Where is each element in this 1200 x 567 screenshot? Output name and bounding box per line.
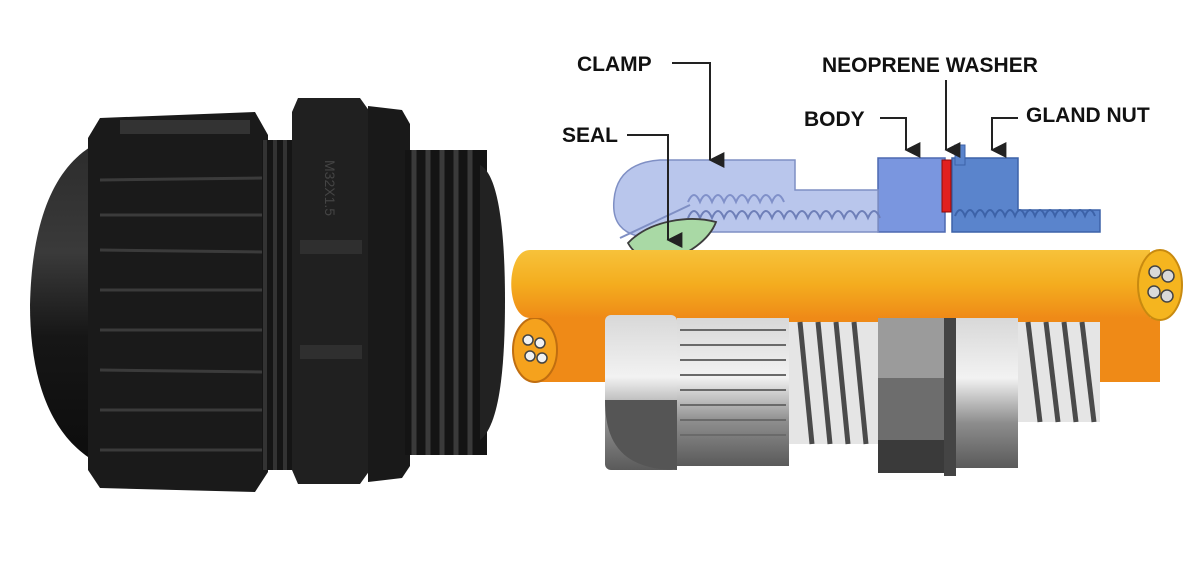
- seal-label: SEAL: [562, 124, 618, 147]
- clamp-label: CLAMP: [577, 53, 652, 76]
- gland-nut-label: GLAND NUT: [1026, 104, 1150, 127]
- clamp-wedge-line: [619, 204, 691, 239]
- lower-nut-flutes: [680, 329, 786, 436]
- gland-nut-leader: [990, 117, 1018, 158]
- lower-nut-right: [956, 318, 1018, 468]
- nut-lip: [954, 144, 966, 166]
- cross-section-diagram: CLAMP SEAL NEOPRENE WASHER BODY GLAND NU…: [511, 53, 1183, 476]
- neoprene-washer: [941, 159, 952, 213]
- lower-external-view: [605, 315, 1100, 476]
- lower-thread-2-lines: [1025, 321, 1097, 423]
- clamp-threads-2: [687, 194, 785, 205]
- cable-conductors-left: [522, 334, 548, 364]
- lower-thread-grooves: [411, 150, 473, 455]
- leader-lines: [627, 62, 1018, 248]
- thread-end: [480, 165, 505, 440]
- clamp-threads: [687, 210, 881, 221]
- upper-cutaway: [612, 144, 1101, 261]
- cable-end-left: [512, 317, 558, 383]
- flange: [368, 106, 410, 482]
- neoprene-washer-label: NEOPRENE WASHER: [822, 54, 1038, 77]
- body-hex: [292, 98, 370, 484]
- nut-top-highlight: [120, 120, 250, 134]
- seal-leader: [627, 134, 683, 248]
- body-face-line: [300, 240, 362, 254]
- body-face-line-2: [300, 345, 362, 359]
- clamp-leader: [672, 62, 725, 168]
- body-label: BODY: [804, 108, 865, 131]
- cable-conductors-right: [1147, 265, 1175, 303]
- lower-body-shade: [878, 440, 944, 473]
- lower-body-highlight: [878, 318, 944, 378]
- lower-cap-shade: [605, 400, 677, 470]
- nut-threads: [954, 209, 1096, 219]
- lower-thread: [405, 150, 487, 455]
- lower-thread-1-lines: [797, 321, 869, 445]
- cable-upper-sheath: [511, 250, 1150, 318]
- product-marking: M32X1.5: [322, 160, 338, 216]
- lower-washer: [944, 318, 956, 476]
- cable-gland-product: M32X1.5: [30, 98, 505, 492]
- gland-nut-hex: [88, 112, 268, 492]
- lower-nut: [677, 318, 789, 466]
- nut-flutes: [99, 176, 263, 452]
- gland-nut-section: [951, 157, 1101, 233]
- cable-end-right: [1137, 249, 1183, 321]
- body-section: [877, 157, 946, 233]
- body-leader: [880, 117, 921, 158]
